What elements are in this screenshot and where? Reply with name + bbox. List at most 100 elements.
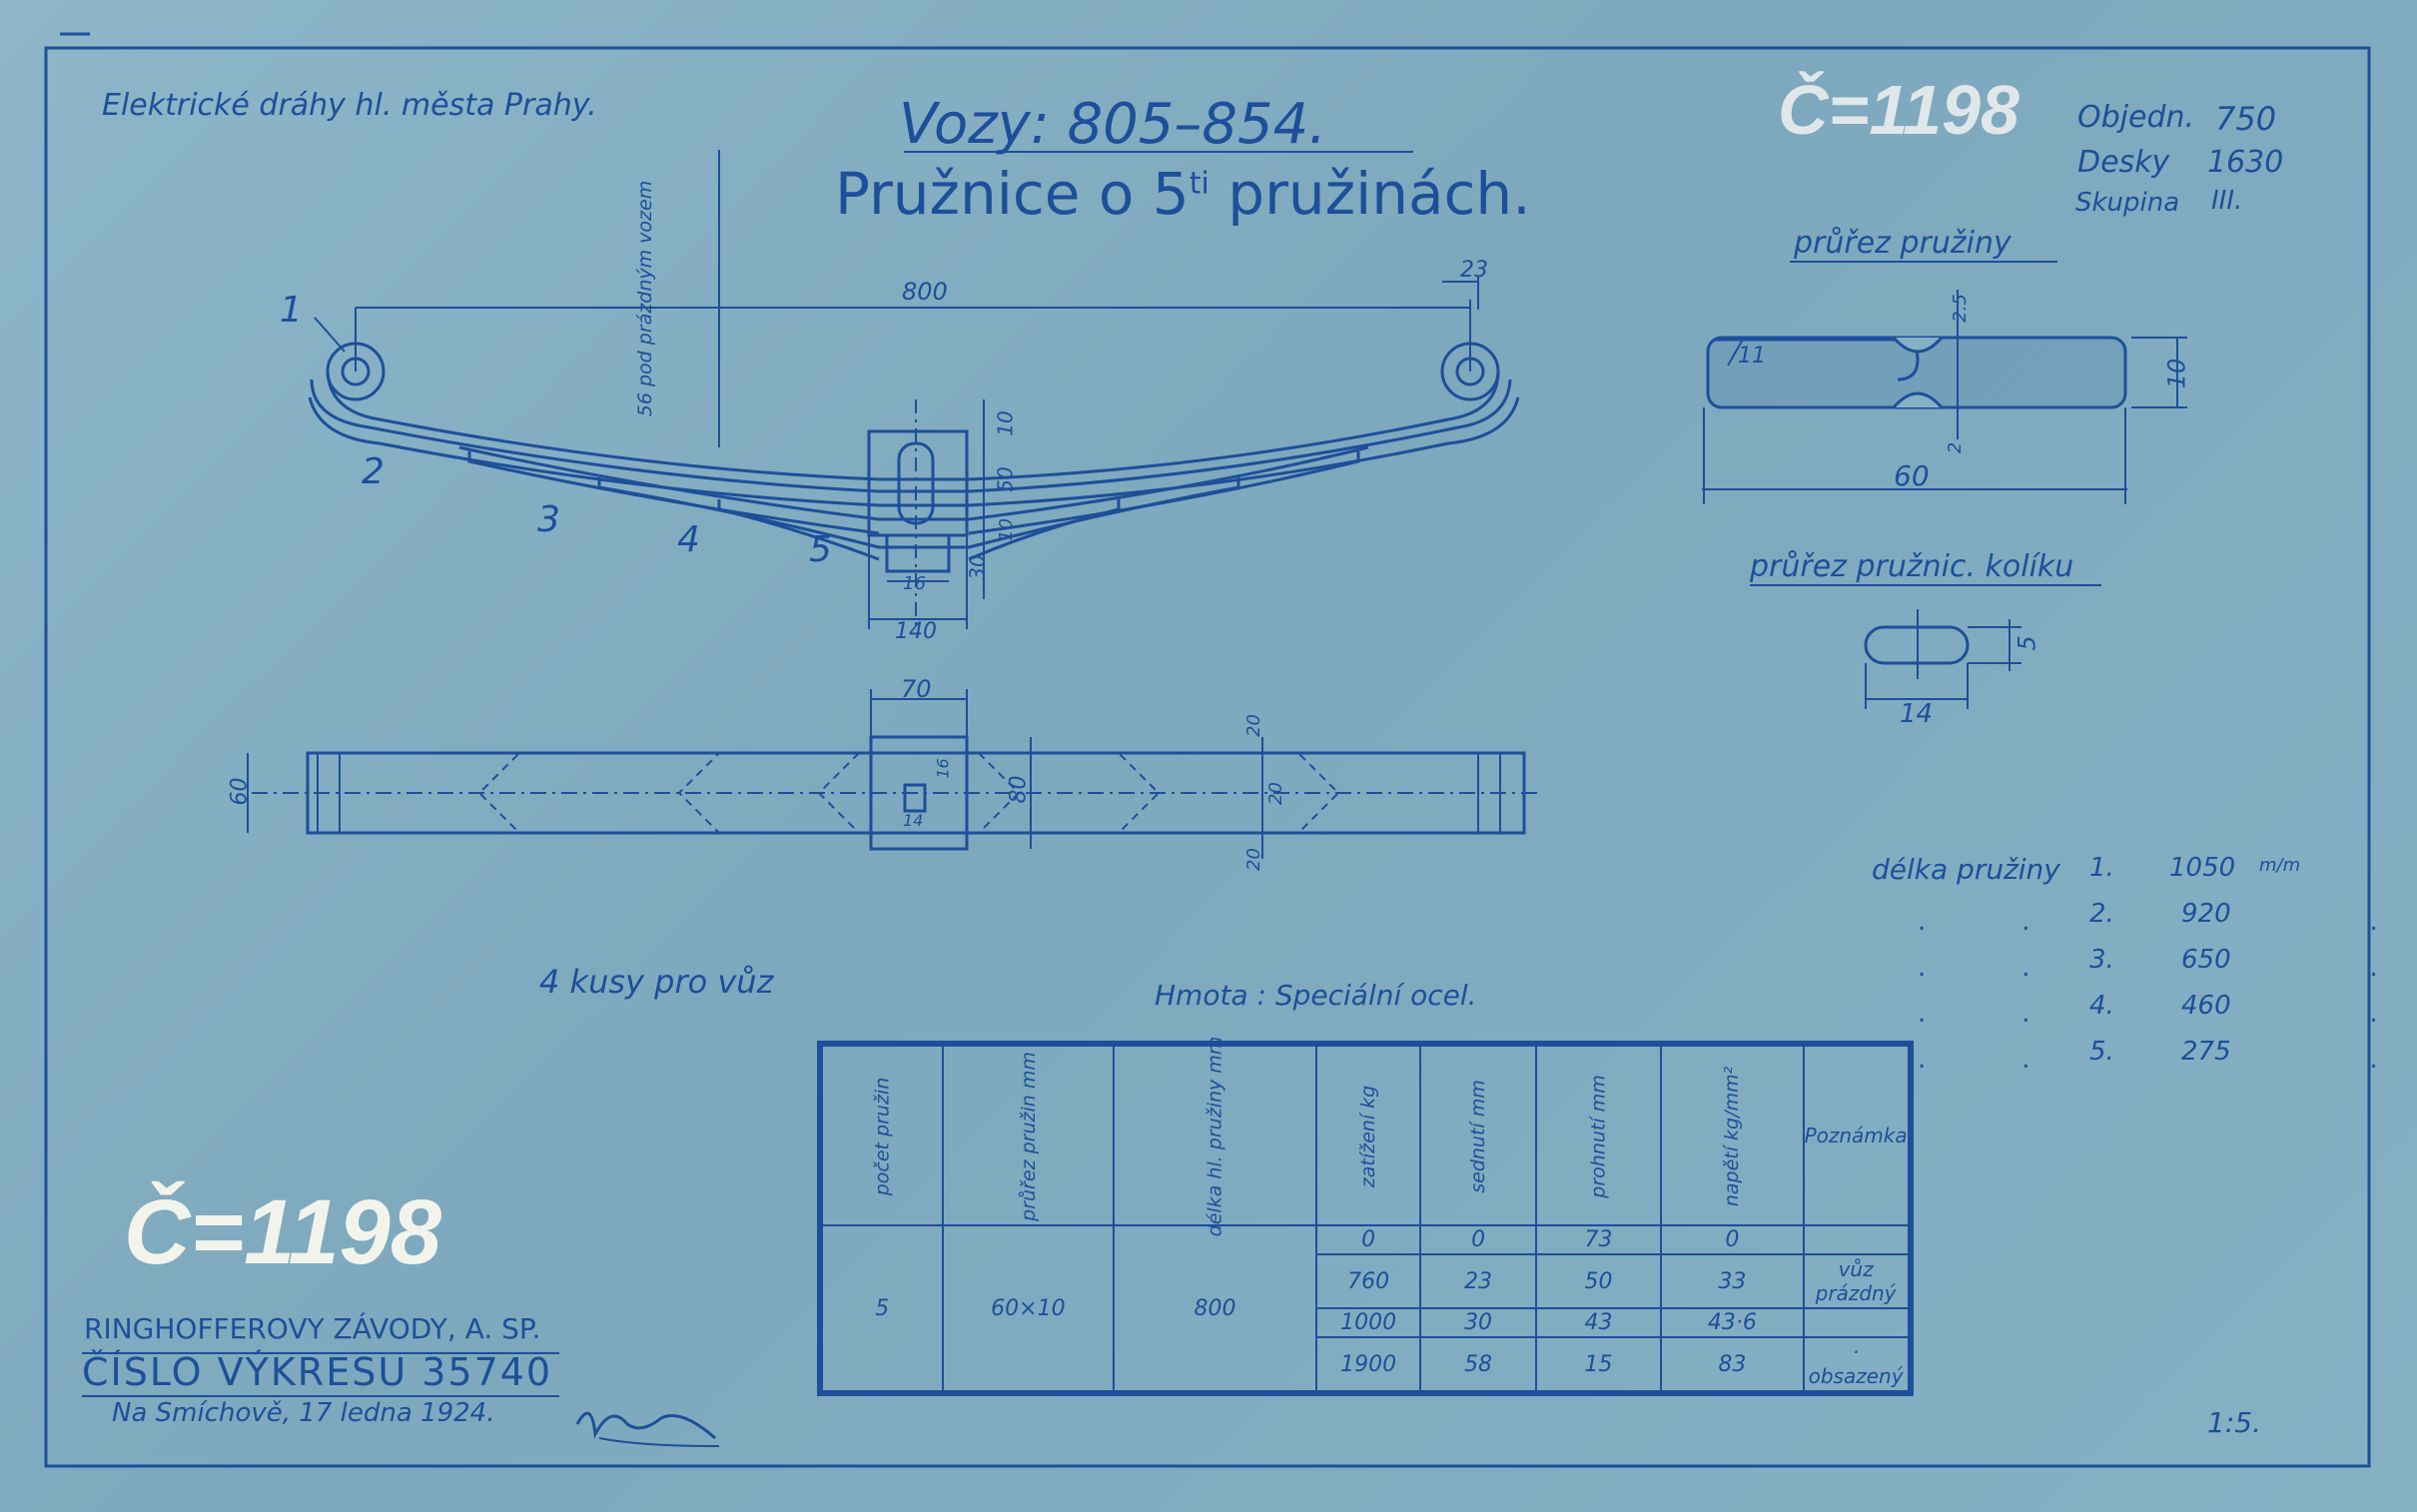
- header-cell: zatížení kg: [1314, 1045, 1422, 1226]
- cell-note: · obsazený: [1802, 1336, 1910, 1392]
- length-value: 1050: [2169, 853, 2236, 883]
- signature-scribble: [575, 1411, 716, 1440]
- ditto-mark: .: [2021, 907, 2030, 937]
- cell-load: 0: [1314, 1223, 1422, 1256]
- material-note: Hmota : Speciální ocel.: [1155, 979, 1477, 1012]
- stamp-number: 1198: [244, 1181, 442, 1283]
- stamp-mark: Č=: [124, 1181, 245, 1283]
- footer-stamp-number: Č=1198: [124, 1180, 441, 1285]
- header-text: průřez pružin mm: [1017, 1051, 1040, 1221]
- title-sup: ti: [1189, 166, 1209, 202]
- pin-section-title: průřez pružnic. kolíku: [1750, 549, 2074, 584]
- dim-20-lower: 20: [1242, 848, 1264, 871]
- header-text: délka hl. pružiny mm: [1204, 1036, 1226, 1236]
- ditto-mark: .: [2021, 999, 2030, 1029]
- leaf-label-2: 2: [362, 451, 385, 492]
- cell-stress: 0: [1660, 1223, 1805, 1256]
- ditto-row: ...: [1918, 945, 2378, 991]
- header-text: sednutí mm: [1467, 1079, 1490, 1193]
- dim-60-plan: 60: [227, 777, 253, 806]
- desky-value: 1630: [2207, 145, 2284, 180]
- cell-deflect: 73: [1534, 1223, 1663, 1256]
- ditto-row: ...: [1918, 991, 2378, 1037]
- header-text: Poznámka: [1804, 1124, 1908, 1147]
- desky-label: Desky: [2077, 145, 2170, 180]
- border-frame: [44, 46, 2371, 1468]
- table-row: 760 23 50 33 vůz prázdný: [822, 1253, 1910, 1309]
- dim-10-bottom: 10: [995, 518, 1017, 541]
- header-text: napětí kg/mm²: [1721, 1066, 1744, 1206]
- ditto-row: ...: [1918, 1037, 2378, 1083]
- vehicle-range: Vozy: 805–854.: [899, 92, 1327, 157]
- header-cell: napětí kg/mm²: [1660, 1045, 1805, 1226]
- dim-80: 80: [1006, 775, 1032, 804]
- title-end: pružinách.: [1208, 160, 1531, 228]
- skupina-label: Skupina: [2075, 188, 2180, 218]
- cell-section: 60×10: [941, 1224, 1116, 1392]
- cell-stress: 33: [1660, 1253, 1805, 1309]
- ditto-mark: .: [2369, 1045, 2378, 1075]
- dim-30: 30: [965, 554, 990, 580]
- leaf-label-1: 1: [280, 290, 303, 331]
- drawing-title: Pružnice o 5ti pružinách.: [835, 160, 1531, 228]
- cell-settle: 58: [1419, 1336, 1537, 1392]
- length-index: 4.: [2089, 991, 2114, 1021]
- leaf-label-4: 4: [677, 519, 700, 560]
- leaf-dim-11: 11: [1738, 344, 1766, 369]
- cell-deflect: 50: [1534, 1253, 1663, 1309]
- dim-empty-note: 56 pod prázdným vozem: [634, 180, 657, 417]
- spring-elevation: [308, 150, 1520, 629]
- table-row: 1000 30 43 43·6: [822, 1306, 1910, 1339]
- length-index: 1.: [2089, 853, 2114, 883]
- dim-20-upper: 20: [1242, 714, 1264, 737]
- spring-spec-table: počet pružin průřez pružin mm délka hl. …: [817, 1036, 1914, 1396]
- title-text: Pružnice o 5: [835, 160, 1190, 228]
- dim-140: 140: [895, 619, 937, 644]
- drawing-number: ČÍSLO VÝKRESU 35740: [82, 1350, 553, 1394]
- ditto-mark: .: [1918, 907, 1927, 937]
- pin-dim-5: 5: [2013, 635, 2041, 651]
- cell-note: [1802, 1223, 1910, 1256]
- dim-14-plan: 14: [903, 811, 924, 830]
- dim-70: 70: [901, 675, 932, 703]
- ditto-mark: .: [2369, 907, 2378, 937]
- header-text: prohnutí mm: [1587, 1074, 1610, 1198]
- company-line: Elektrické dráhy hl. města Prahy.: [102, 88, 597, 123]
- skupina-value: III.: [2211, 186, 2243, 216]
- length-index: 3.: [2089, 945, 2114, 975]
- cell-settle: 23: [1419, 1253, 1537, 1309]
- leaf-dim-2: 2: [1945, 441, 1967, 454]
- length-value: 460: [2181, 991, 2231, 1021]
- cell-settle: 30: [1419, 1306, 1537, 1339]
- header-cell: průřez pružin mm: [941, 1045, 1116, 1226]
- pin-dim-14: 14: [1900, 699, 1934, 729]
- lengths-label: délka pružiny: [1872, 853, 2060, 886]
- ditto-mark: .: [2021, 953, 2030, 983]
- header-cell: prohnutí mm: [1534, 1045, 1663, 1226]
- cell-deflect: 15: [1534, 1336, 1663, 1392]
- cell-length: 800: [1113, 1224, 1317, 1392]
- length-value: 650: [2181, 945, 2231, 975]
- header-cell: délka hl. pružiny mm: [1113, 1036, 1317, 1236]
- ditto-mark: .: [1918, 999, 1927, 1029]
- ditto-mark: .: [1918, 953, 1927, 983]
- ditto-mark: .: [2369, 953, 2378, 983]
- leaf-section-drawing: [1702, 290, 2187, 504]
- header-cell: sednutí mm: [1419, 1045, 1537, 1226]
- leaf-label-5: 5: [809, 529, 832, 570]
- leaf-label-3: 3: [537, 499, 560, 540]
- signature: [571, 1394, 721, 1453]
- header-stamp-number: Č=1198: [1778, 70, 2019, 150]
- quantity-note: 4 kusy pro vůz: [539, 963, 774, 1001]
- cell-note: vůz prázdný: [1802, 1253, 1910, 1309]
- dim-50: 50: [993, 466, 1018, 492]
- length-row: 2.920: [2089, 899, 2231, 929]
- length-value: 275: [2181, 1037, 2231, 1067]
- length-row: 3. 650: [2089, 945, 2231, 975]
- table-row: 1900 58 15 83 · obsazený: [822, 1336, 1910, 1392]
- cell-note: [1802, 1306, 1910, 1339]
- dim-800: 800: [902, 278, 948, 306]
- ditto-mark: .: [1918, 1045, 1927, 1075]
- ditto-marks: ... ... ... ...: [1918, 899, 2378, 1083]
